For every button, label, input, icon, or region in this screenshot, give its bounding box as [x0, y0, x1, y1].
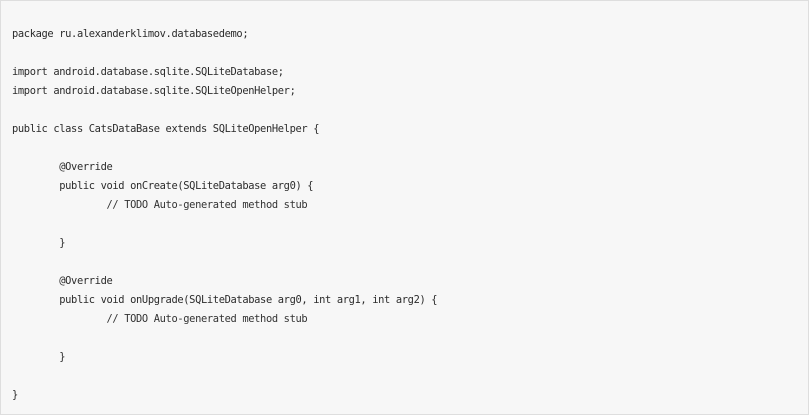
code-line-import-sqliteopenhelper: import android.database.sqlite.SQLiteOpe… [12, 85, 296, 97]
code-line-class-declaration: public class CatsDataBase extends SQLite… [12, 123, 320, 135]
code-line-override-annotation: @Override [12, 161, 113, 173]
code-line-blank [12, 367, 437, 386]
code-line-package: package ru.alexanderklimov.databasedemo; [12, 28, 249, 40]
code-line-override-annotation: @Override [12, 275, 113, 287]
code-line-blank [12, 101, 437, 120]
code-line-blank [12, 329, 437, 348]
code-line-blank [12, 215, 437, 234]
code-line-onupgrade-signature: public void onUpgrade(SQLiteDatabase arg… [12, 294, 438, 306]
code-line-blank [12, 44, 437, 63]
code-line-blank [12, 139, 437, 158]
code-line-blank [12, 253, 437, 272]
code-line-closing-brace: } [12, 351, 66, 363]
code-line-import-sqlitedatabase: import android.database.sqlite.SQLiteDat… [12, 66, 284, 78]
code-line-class-closing-brace: } [12, 389, 18, 401]
code-lines: package ru.alexanderklimov.databasedemo;… [12, 25, 438, 405]
code-line-todo-comment: // TODO Auto-generated method stub [12, 313, 308, 325]
code-line-closing-brace: } [12, 237, 66, 249]
code-line-oncreate-signature: public void onCreate(SQLiteDatabase arg0… [12, 180, 314, 192]
code-line-todo-comment: // TODO Auto-generated method stub [12, 199, 308, 211]
